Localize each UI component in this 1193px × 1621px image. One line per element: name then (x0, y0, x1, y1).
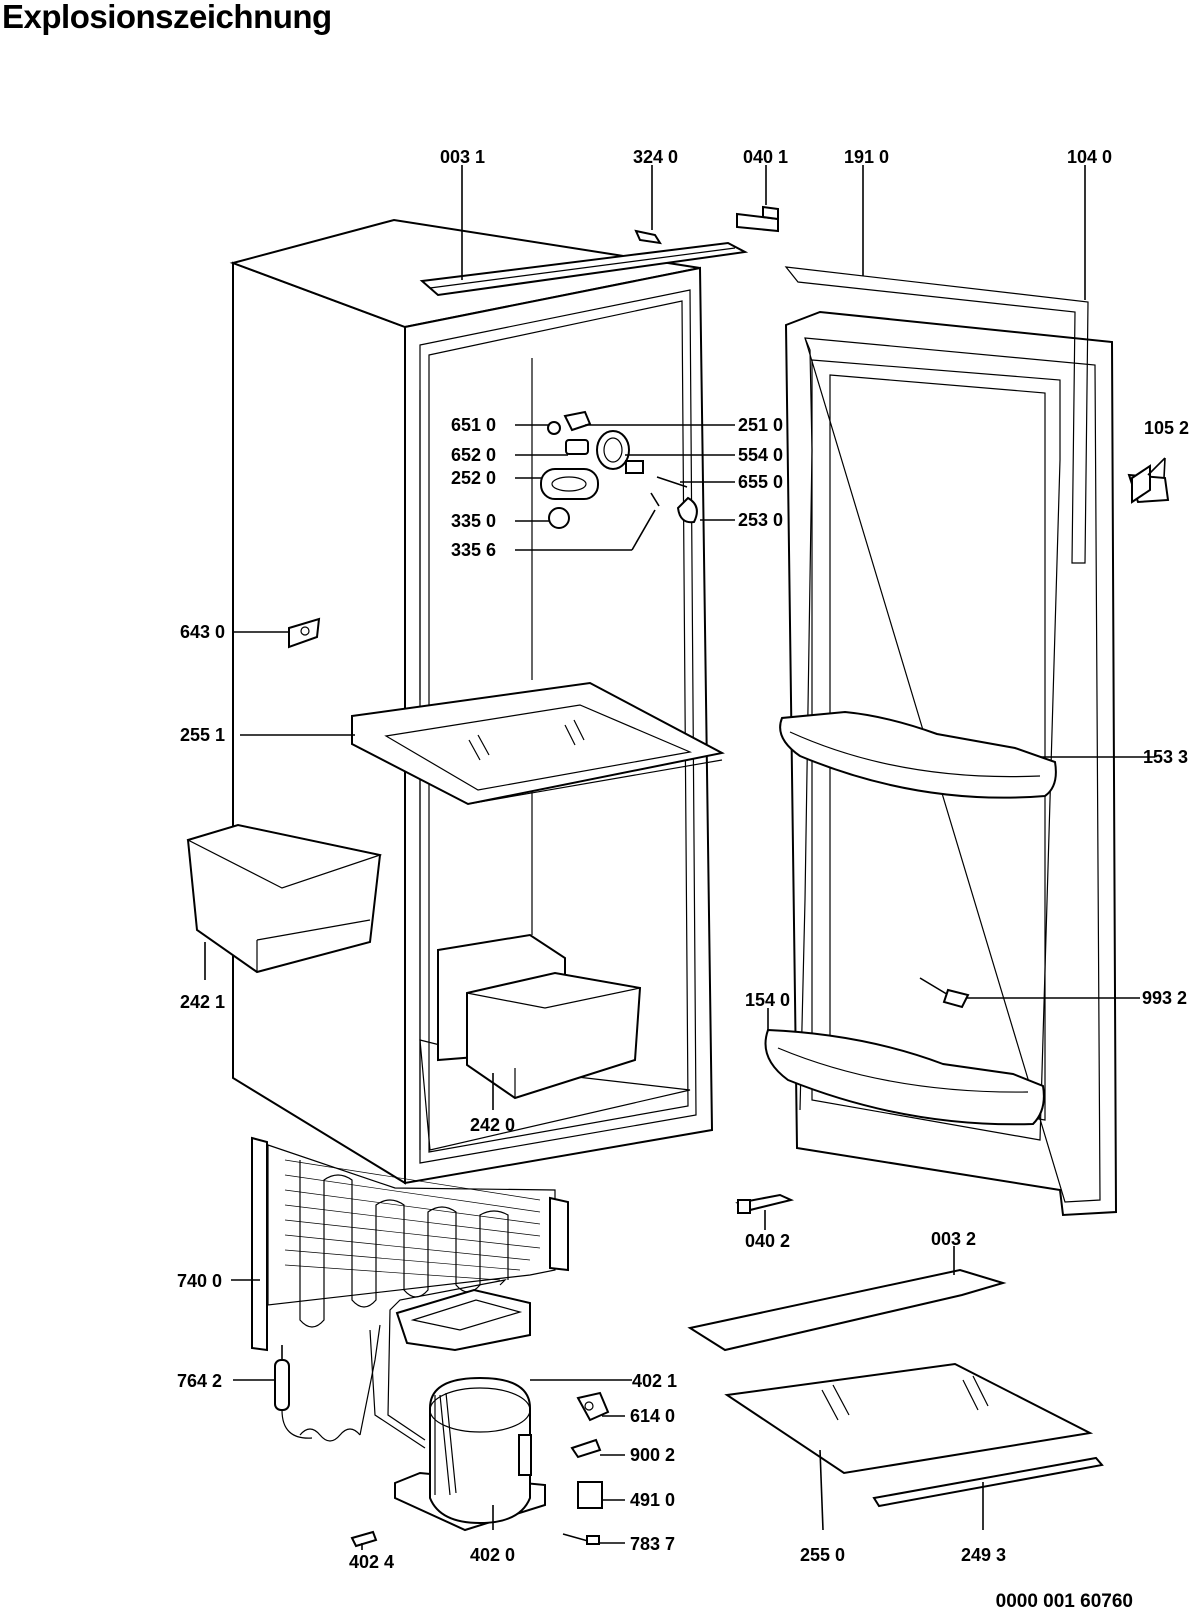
label-003-1: 003 1 (440, 147, 485, 167)
label-651-0: 651 0 (451, 415, 496, 435)
label-402-1: 402 1 (632, 1371, 677, 1391)
part-255-0-glass-plate (724, 1362, 1094, 1475)
label-249-3: 249 3 (961, 1545, 1006, 1565)
label-242-0: 242 0 (470, 1115, 515, 1135)
part-040-1-hinge (736, 205, 779, 233)
pipework (369, 1279, 507, 1449)
part-402-1-bracket (395, 1288, 531, 1352)
label-652-0: 652 0 (451, 445, 496, 465)
part-255-1-glass-shelf (351, 681, 725, 806)
label-191-0: 191 0 (844, 147, 889, 167)
part-242-1-bin (186, 823, 383, 974)
small-electrical-parts (350, 1391, 610, 1548)
condenser-grid (284, 1159, 541, 1281)
label-251-0: 251 0 (738, 415, 783, 435)
part-105-2-hinge (1127, 464, 1170, 504)
label-253-0: 253 0 (738, 510, 783, 530)
label-335-6: 335 6 (451, 540, 496, 560)
light-assembly-parts (540, 410, 698, 529)
label-491-0: 491 0 (630, 1490, 675, 1510)
part-764-2-drier (274, 1324, 381, 1442)
part-154-0-door-shelf (764, 1028, 1045, 1126)
part-643-0-plate (288, 617, 321, 649)
label-040-1: 040 1 (743, 147, 788, 167)
label-255-0: 255 0 (800, 1545, 845, 1565)
part-040-2-hinge (735, 1193, 795, 1214)
label-003-2: 003 2 (931, 1229, 976, 1249)
label-740-0: 740 0 (177, 1271, 222, 1291)
label-255-1: 255 1 (180, 725, 225, 745)
label-402-0: 402 0 (470, 1545, 515, 1565)
label-105-2: 105 2 (1144, 418, 1189, 438)
part-402-0-compressor (394, 1376, 546, 1532)
page-title: Explosionszeichnung (2, 0, 332, 35)
label-783-7: 783 7 (630, 1534, 675, 1554)
label-993-2: 993 2 (1142, 988, 1187, 1008)
leader-lines (204, 165, 1166, 1550)
part-242-0-crisper (437, 933, 642, 1100)
label-402-4: 402 4 (349, 1552, 394, 1572)
label-252-0: 252 0 (451, 468, 496, 488)
part-003-2-bottom-rail (687, 1268, 1007, 1352)
label-104-0: 104 0 (1067, 147, 1112, 167)
label-643-0: 643 0 (180, 622, 225, 642)
document-number: 0000 001 60760 (995, 1591, 1133, 1612)
label-614-0: 614 0 (630, 1406, 675, 1426)
part-003-1-top-rail (419, 241, 749, 297)
label-242-1: 242 1 (180, 992, 225, 1012)
label-153-3: 153 3 (1143, 747, 1188, 767)
part-249-3-strip (872, 1456, 1104, 1508)
label-764-2: 764 2 (177, 1371, 222, 1391)
label-554-0: 554 0 (738, 445, 783, 465)
part-324-0-clip (634, 229, 662, 245)
label-900-2: 900 2 (630, 1445, 675, 1465)
door-gasket (784, 266, 1089, 564)
label-324-0: 324 0 (633, 147, 678, 167)
label-040-2: 040 2 (745, 1231, 790, 1251)
part-153-3-door-shelf (779, 710, 1057, 799)
part-740-0-condenser (251, 1136, 569, 1352)
label-655-0: 655 0 (738, 472, 783, 492)
part-993-2 (919, 977, 970, 1009)
part-labels: 003 1 324 0 040 1 191 0 104 0 651 0 652 … (177, 147, 1189, 1572)
label-335-0: 335 0 (451, 511, 496, 531)
label-154-0: 154 0 (745, 990, 790, 1010)
